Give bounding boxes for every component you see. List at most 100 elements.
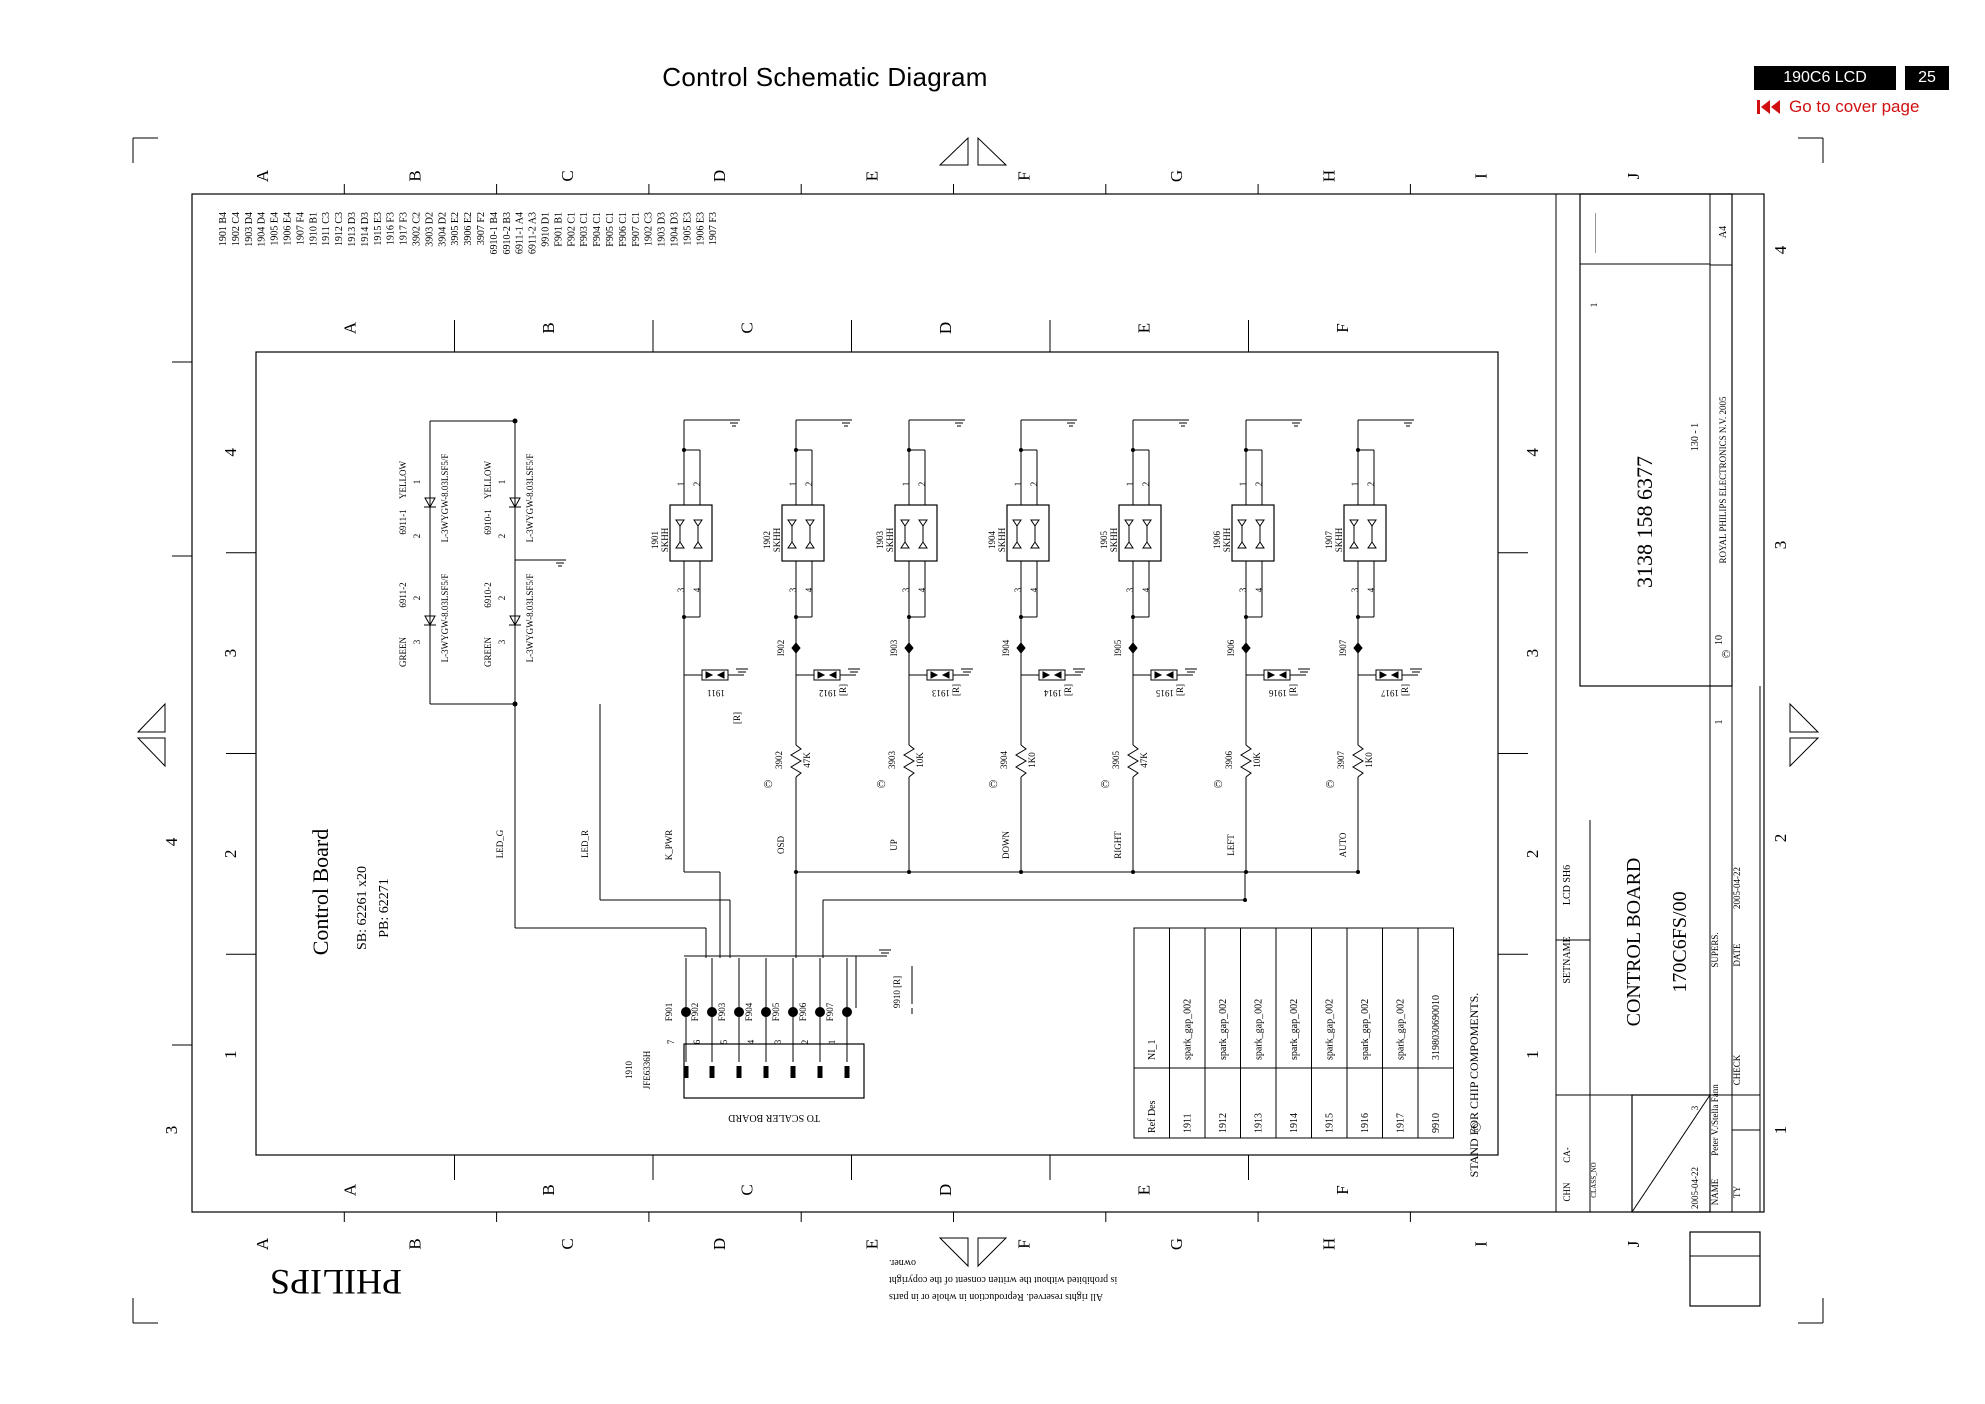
class-label: CLASS_NO (1590, 1162, 1598, 1197)
copyright-mark: © (1721, 647, 1730, 661)
switch-pin: 4 (917, 587, 927, 592)
table-ref: 1911 (1182, 1113, 1193, 1133)
switch-pin: 1 (1238, 482, 1248, 487)
grid-letter: E (1134, 323, 1153, 333)
spark-gap-arrow (930, 671, 939, 679)
table-value: spark_gap_002 (1395, 999, 1406, 1060)
grid-letter: E (862, 1239, 881, 1249)
model-badge: 190C6 LCD (1754, 66, 1896, 90)
outer-frame (191, 193, 1765, 1213)
grid-letter: J (1624, 172, 1643, 179)
net-label-up: UP (889, 839, 899, 851)
switch-contact (1012, 541, 1022, 549)
connector-pin-number: 7 (666, 1039, 676, 1044)
register-mark (938, 136, 969, 166)
spark-gap-arrow (1165, 671, 1174, 679)
grid-letter: H (1319, 170, 1338, 182)
switch-contact (693, 519, 703, 527)
grid-letter: F (1015, 1239, 1034, 1248)
names: Peter V./Stella Fann (1710, 1084, 1720, 1156)
spark-gap-ref: 1914 (1044, 688, 1063, 698)
spark-gap-arrow (1267, 671, 1276, 679)
switch-1905 (1118, 504, 1162, 562)
component-index-entry: 1905 E4 (270, 212, 281, 246)
spark-gap-ref: 1912 (819, 688, 837, 698)
resistor-value: 1K0 (1364, 752, 1374, 768)
junction-ref: I903 (889, 639, 899, 656)
table-ref: 9910 (1431, 1113, 1442, 1133)
go-to-cover-link[interactable]: Go to cover page (1756, 96, 1919, 118)
chip-mark: © (763, 777, 772, 791)
connector-pin-number: 2 (800, 1040, 810, 1045)
grid-letter: B (539, 322, 558, 333)
part-number: 3138 158 6377 (1632, 456, 1657, 588)
spark-gap-arrow (817, 671, 826, 679)
setname-label: SETNAME (1562, 936, 1573, 983)
grid-number: 3 (162, 1126, 181, 1135)
switch-pin: 4 (692, 587, 702, 592)
switch-pin: 4 (1254, 587, 1264, 592)
led-part: L-3WYGW-8.03LSF5/F (525, 574, 535, 663)
switch-1904 (1006, 504, 1050, 562)
grid-letter: E (1134, 1185, 1153, 1195)
grid-letter: I (1472, 173, 1491, 179)
resistor-ref: 3906 (1224, 751, 1234, 770)
grid-number: 1 (1523, 1050, 1542, 1059)
switch-type: SKHH (1222, 527, 1232, 552)
junction-ref: I907 (1338, 639, 1348, 656)
switch-contact (1367, 541, 1377, 549)
junction-ref: I902 (776, 640, 786, 657)
test-point-ref: F902 (690, 1003, 700, 1022)
spark-gap-arrow (1042, 671, 1051, 679)
switch-contact (1030, 541, 1040, 549)
table-ref: 1913 (1253, 1113, 1264, 1133)
resistor-ref: 3903 (887, 751, 897, 770)
component-index-entry: 1907 F4 (295, 212, 306, 245)
component-index-entry: F906 C1 (618, 212, 629, 247)
sheet-count: 10 (1714, 635, 1725, 645)
connector-pin (683, 1066, 689, 1078)
r-mark: [R] (1288, 684, 1298, 696)
connector-pin-number: 5 (719, 1039, 729, 1044)
led-color: GREEN (483, 637, 493, 667)
test-point-ref: F905 (771, 1002, 781, 1021)
board-sb: SB: 62261 x20 (355, 866, 370, 950)
grid-letter: D (936, 1184, 955, 1196)
register-mark (1789, 702, 1820, 733)
net-label-down: DOWN (1001, 831, 1011, 859)
philips-logo: PHILIPS (270, 1262, 402, 1302)
grid-number: 3 (1523, 649, 1542, 658)
switch-contact (1349, 519, 1359, 527)
switch-pin: 2 (1254, 482, 1264, 487)
junction-marker (1353, 642, 1363, 654)
connector-caption: TO SCALER BOARD (728, 1112, 820, 1123)
rights-text: All rights reserved. Reproduction in who… (889, 1291, 1103, 1302)
switch-ref: 1906 (1212, 531, 1222, 550)
spark-gap-arrow (1379, 671, 1388, 679)
net-label-led-r: LED_R (580, 830, 590, 858)
component-index-entry: 1915 E3 (373, 212, 384, 246)
switch-pin: 2 (692, 482, 702, 487)
junction-ref: I905 (1113, 639, 1123, 656)
test-point-ref: F907 (825, 1002, 835, 1021)
led-color: YELLOW (398, 461, 408, 499)
switch-ref: 1901 (650, 531, 660, 549)
switch-pin: 1 (788, 482, 798, 487)
component-index-entry: 1901 B4 (218, 212, 229, 246)
spark-gap-ref: 1911 (707, 688, 725, 698)
led-pin: 1 (412, 480, 422, 485)
component-index-entry: 1913 D3 (347, 212, 358, 247)
r-mark: [R] (1400, 684, 1410, 696)
connector-pin (736, 1066, 742, 1078)
switch-contact (805, 541, 815, 549)
resistor-3906 (1240, 744, 1252, 778)
switch-contact (1030, 519, 1040, 527)
switch-contact (1124, 519, 1134, 527)
register-mark (1789, 737, 1820, 768)
spark-gap-9910-label: 9910 [R] (892, 976, 902, 1008)
junction-marker (1016, 642, 1026, 654)
led-pin: 2 (412, 534, 422, 539)
table-value: spark_gap_002 (1182, 999, 1193, 1060)
connector-pin (790, 1066, 796, 1078)
switch-pin: 2 (1366, 482, 1376, 487)
